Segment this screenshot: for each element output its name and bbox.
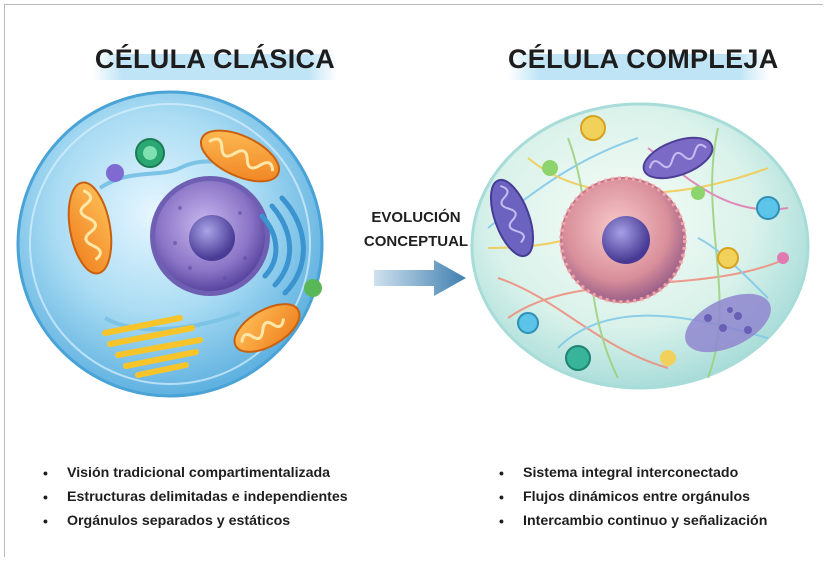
nucleolus: [602, 216, 650, 264]
vesicle: [660, 350, 676, 366]
vesicle: [581, 116, 605, 140]
classic-cell-bullets: •Visión tradicional compartimentalizada …: [40, 461, 348, 533]
evolution-label: EVOLUCIÓN CONCEPTUAL: [358, 206, 474, 254]
classic-cell-title: CÉLULA CLÁSICA: [93, 44, 337, 75]
evolution-label-line2: CONCEPTUAL: [358, 230, 474, 254]
vesicle: [718, 248, 738, 268]
vesicle: [542, 160, 558, 176]
right-arrow-icon: [372, 258, 472, 298]
vesicle: [518, 313, 538, 333]
vesicle: [106, 164, 124, 182]
complex-cell-title-band: CÉLULA COMPLEJA: [508, 44, 770, 75]
vesicle: [691, 186, 705, 200]
bullet-item: •Estructuras delimitadas e independiente…: [40, 485, 348, 509]
vesicle: [304, 279, 322, 297]
complex-cell-title: CÉLULA COMPLEJA: [508, 44, 770, 75]
bullet-item: •Flujos dinámicos entre orgánulos: [496, 485, 767, 509]
bullet-item: •Intercambio continuo y señalización: [496, 509, 767, 533]
complex-cell-bullets: •Sistema integral interconectado •Flujos…: [496, 461, 767, 533]
evolution-label-line1: EVOLUCIÓN: [358, 206, 474, 230]
bullet-item: •Sistema integral interconectado: [496, 461, 767, 485]
classic-cell-illustration: [10, 78, 340, 408]
complex-cell-illustration: [468, 98, 818, 398]
vesicle: [566, 346, 590, 370]
classic-cell-title-band: CÉLULA CLÁSICA: [93, 44, 337, 75]
bullet-item: •Visión tradicional compartimentalizada: [40, 461, 348, 485]
bullet-item: •Orgánulos separados y estáticos: [40, 509, 348, 533]
vesicle: [777, 252, 789, 264]
nucleolus: [189, 215, 235, 261]
vesicle: [757, 197, 779, 219]
